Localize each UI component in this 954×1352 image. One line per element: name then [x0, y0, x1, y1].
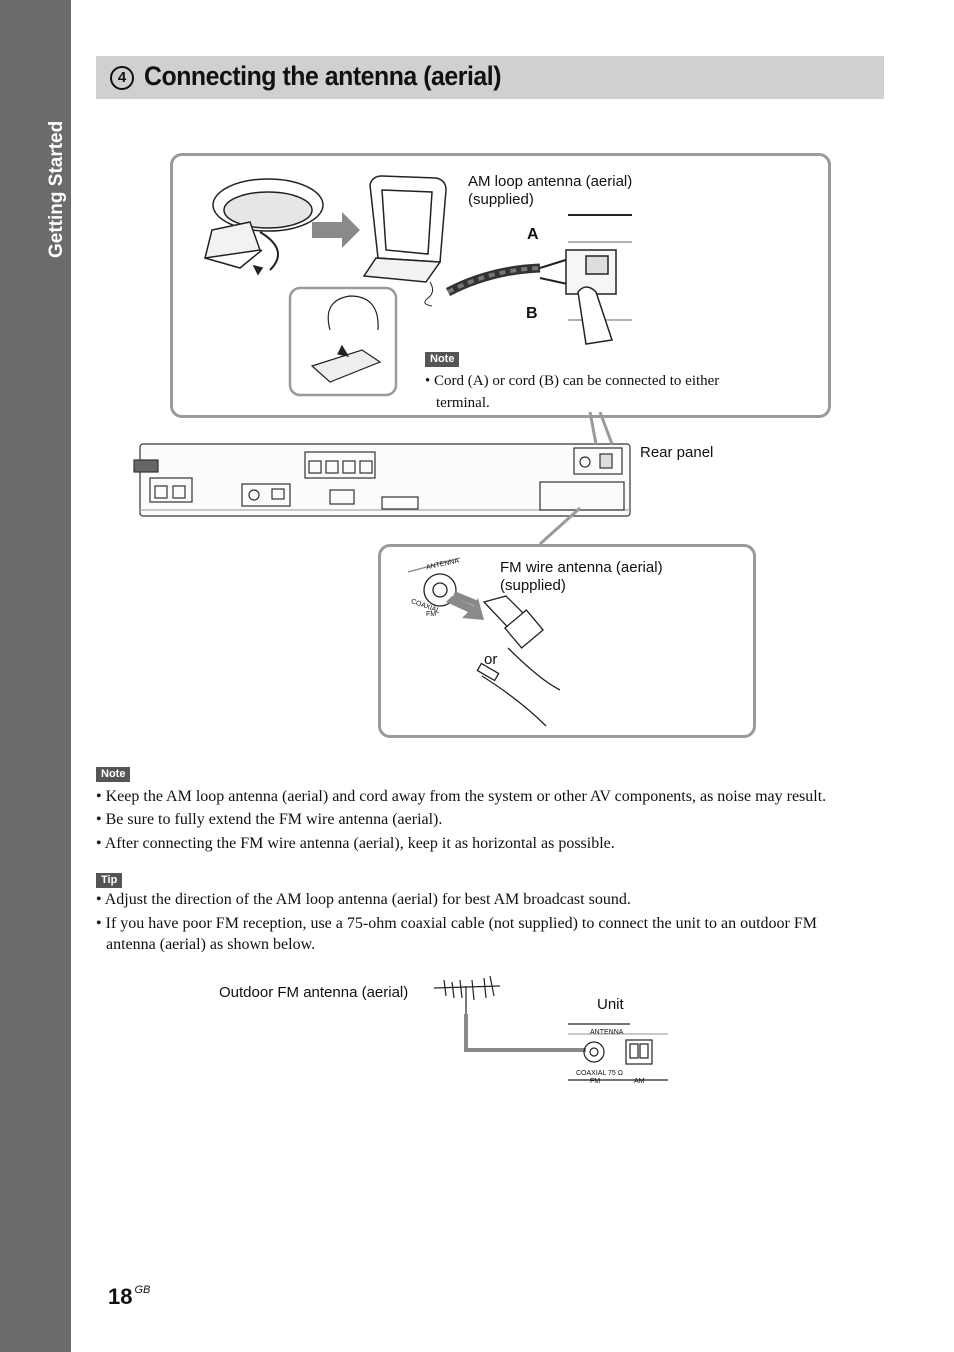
step-number: 4 — [110, 66, 134, 90]
fm-fm-text: FM — [426, 611, 437, 618]
note-badge-inline: Note — [425, 352, 460, 367]
am-antenna-diagram-box — [170, 153, 831, 418]
fm-antenna-diagram-box — [378, 544, 756, 738]
arrow-right-icon — [312, 212, 360, 248]
fm-antenna-label: FM wire antenna (aerial) (supplied) — [500, 559, 663, 594]
outdoor-antenna-label: Outdoor FM antenna (aerial) — [219, 984, 409, 1001]
am-antenna-label: AM loop antenna (aerial) (supplied) — [468, 173, 633, 208]
note-item-2: • Be sure to fully extend the FM wire an… — [96, 811, 443, 828]
note-inline-text: • Cord (A) or cord (B) can be connected … — [425, 373, 720, 411]
arrow-left-icon — [446, 596, 484, 620]
tip-badge: Tip — [96, 873, 123, 888]
cord-a-label: A — [527, 226, 539, 243]
unit-label: Unit — [597, 996, 624, 1013]
note-item-3: • After connecting the FM wire antenna (… — [96, 835, 615, 852]
am-loop-antenna-folded — [204, 178, 324, 276]
outdoor-coaxial-text: COAXIAL 75 Ω — [576, 1070, 623, 1077]
fm-or-text: or — [484, 651, 498, 668]
outdoor-antenna-text: ANTENNA — [590, 1029, 624, 1036]
tip-item-2: • If you have poor FM reception, use a 7… — [96, 915, 817, 932]
section-title-bar: 4 Connecting the antenna (aerial) — [96, 56, 884, 99]
am-terminal-illustration — [565, 214, 632, 345]
cord-b-label: B — [526, 305, 538, 322]
side-tab: Getting Started — [0, 0, 71, 1352]
section-title: Connecting the antenna (aerial) — [144, 61, 502, 91]
tip-item-1: • Adjust the direction of the AM loop an… — [96, 891, 631, 908]
tip-item-2-cont: antenna (aerial) as shown below. — [106, 936, 316, 953]
outdoor-am-text: AM — [634, 1078, 645, 1085]
note-item-1: • Keep the AM loop antenna (aerial) and … — [96, 788, 827, 805]
outdoor-fm-text: FM — [590, 1078, 601, 1085]
rear-panel-label: Rear panel — [640, 444, 714, 461]
inset-illustration — [310, 295, 382, 383]
note-badge: Note — [96, 767, 131, 782]
am-loop-antenna-standing — [362, 175, 447, 283]
